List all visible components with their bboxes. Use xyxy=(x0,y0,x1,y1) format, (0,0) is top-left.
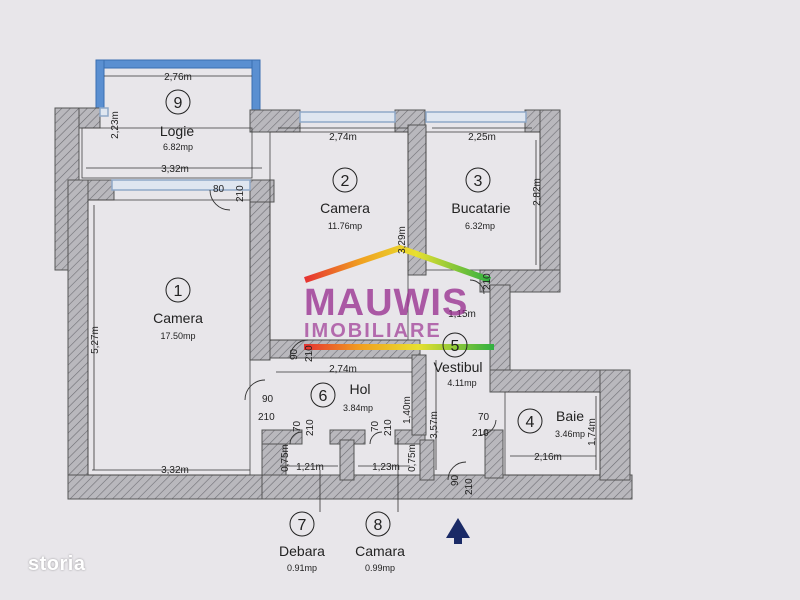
room-8-name: Camara xyxy=(355,543,405,559)
door-labels: 80 210 90 210 90 210 70 210 70 210 70 21… xyxy=(213,184,493,495)
door-camara-width: 70 xyxy=(370,420,381,432)
room-1-number: 1 xyxy=(174,283,183,300)
room-7-number: 7 xyxy=(298,517,307,534)
room-6-area: 3.84mp xyxy=(343,403,373,413)
door-logie-height: 210 xyxy=(235,185,246,202)
dimension-labels: 2,76m 2,23m 3,32m 2,74m 2,25m 2,82m 5,27… xyxy=(90,72,598,476)
room-outlines xyxy=(81,127,601,476)
dim-vestibul-height: 3,57m xyxy=(429,411,440,439)
room-2-name: Camera xyxy=(320,200,370,216)
room-7-area: 0.91mp xyxy=(287,563,317,573)
door-swings xyxy=(209,189,497,481)
room-8-number: 8 xyxy=(374,517,383,534)
door-bucatarie-height: 210 xyxy=(482,273,493,290)
room-9-area: 6.82mp xyxy=(163,142,193,152)
room-1-area: 17.50mp xyxy=(160,331,195,341)
door-camera1-width: 90 xyxy=(262,394,274,405)
room-6-name: Hol xyxy=(349,381,370,397)
room-1-name: Camera xyxy=(153,310,203,326)
room-9-name: Logie xyxy=(160,123,194,139)
dim-debara-height: 0,75m xyxy=(280,444,291,472)
room-9-number: 9 xyxy=(174,95,183,112)
leader-lines xyxy=(319,438,399,512)
dim-bucatarie-width: 2,25m xyxy=(468,132,496,143)
dim-camara-width: 1,23m xyxy=(372,462,400,473)
door-debara-height: 210 xyxy=(305,419,316,436)
door-entrance-height: 210 xyxy=(464,478,475,495)
door-camera2-width: 90 xyxy=(289,348,300,360)
room-8-area: 0.99mp xyxy=(365,563,395,573)
door-camera1-height: 210 xyxy=(258,412,275,423)
room-2-area: 11.76mp xyxy=(328,221,362,231)
room-4-name: Baie xyxy=(556,408,584,424)
door-debara-width: 70 xyxy=(292,420,303,432)
triangle-up-icon xyxy=(446,518,470,544)
room-3-number: 3 xyxy=(474,173,483,190)
room-2-number: 2 xyxy=(341,173,350,190)
door-baie-width: 70 xyxy=(478,412,490,423)
room-4-number: 4 xyxy=(526,414,535,431)
door-logie-width: 80 xyxy=(213,184,225,195)
watermark-subtitle: IMOBILIARE xyxy=(304,320,442,342)
door-camera2-height: 210 xyxy=(304,345,315,362)
room-number-circles xyxy=(165,89,543,537)
dimension-lines xyxy=(86,75,597,471)
dim-hol-height: 1,40m xyxy=(402,396,413,424)
room-labels: 9 Logie 6.82mp 2 Camera 11.76mp 3 Bucata… xyxy=(153,95,585,573)
dim-bucatarie-height: 2,82m xyxy=(532,178,543,206)
room-5-number: 5 xyxy=(451,338,460,355)
room-3-name: Bucatarie xyxy=(451,200,510,216)
room-5-area: 4.11mp xyxy=(447,378,476,388)
dim-baie-width: 2,16m xyxy=(534,452,562,463)
dim-debara-width: 1,21m xyxy=(296,462,324,473)
door-baie-height: 210 xyxy=(472,428,489,439)
dim-vestibul-partial: 1,15m xyxy=(448,309,476,320)
watermark-roof xyxy=(304,244,494,350)
windows xyxy=(99,107,527,191)
dim-camera1-height: 5,27m xyxy=(90,326,101,354)
dim-camera2-height: 3,29m xyxy=(397,226,408,254)
room-5-name: Vestibul xyxy=(433,359,482,375)
dim-camera1-bottom: 3,32m xyxy=(161,465,189,476)
watermark-title: MAUWIS xyxy=(304,282,469,324)
room-4-area: 3.46mp xyxy=(555,429,585,439)
dim-logie-height: 2,23m xyxy=(110,111,121,139)
dim-logie-width: 2,76m xyxy=(164,72,192,83)
dim-hol-width: 2,74m xyxy=(329,364,357,375)
dim-logie-bottom: 3,32m xyxy=(161,164,189,175)
storia-logo: storia xyxy=(28,553,86,575)
dim-camara-height: 0,75m xyxy=(407,444,418,472)
dim-baie-height: 1,74m xyxy=(587,418,598,446)
room-7-name: Debara xyxy=(279,543,325,559)
door-entrance-width: 90 xyxy=(450,474,461,486)
door-camara-height: 210 xyxy=(383,419,394,436)
room-3-area: 6.32mp xyxy=(465,221,495,231)
room-6-number: 6 xyxy=(319,388,328,405)
dim-camera2-width: 2,74m xyxy=(329,132,357,143)
walls xyxy=(54,59,633,500)
